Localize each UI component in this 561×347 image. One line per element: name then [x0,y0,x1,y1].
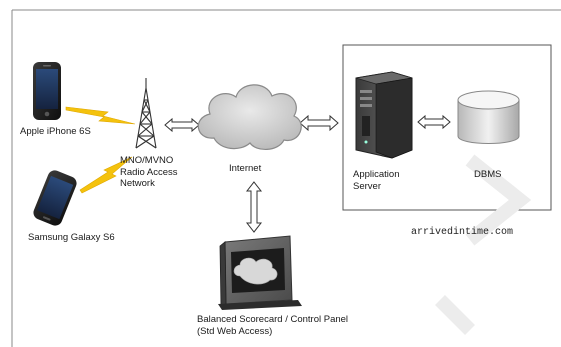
bidirectional-arrow-icon [164,117,200,133]
ran-label-line: Radio Access [120,166,178,178]
lightning-bolt-icon [79,156,133,194]
galaxy-label: Samsung Galaxy S6 [28,232,115,243]
galaxy-icon [33,170,77,226]
bidirectional-arrow-icon [417,114,451,130]
control-panel-label-line: Balanced Scorecard / Control Panel [197,314,349,325]
bidirectional-arrow-icon [245,181,263,233]
monitor-icon [218,235,302,310]
server-group-box [342,44,552,211]
dbms-label: DBMS [474,169,502,180]
database-icon [457,90,520,144]
ran-label-line: Network [120,178,155,189]
app-server-label-line: Application [353,169,400,180]
iphone-label: Apple iPhone 6S [20,126,91,137]
watermark-shape [435,154,532,335]
control-panel-label-line: (Std Web Access) [197,325,273,337]
server-icon [355,71,413,159]
cloud-icon [197,84,302,150]
iphone-icon [33,62,61,120]
control-panel-label: Balanced Scorecard / Control Panel (Std … [197,314,348,337]
radio-tower-icon [135,78,157,149]
ran-label: MNO/MVNO Radio Access Network [120,155,178,190]
app-server-label-line: Server [353,180,381,192]
bidirectional-arrow-icon [299,114,339,132]
lightning-bolt-icon [65,106,136,125]
app-server-label: Application Server [353,169,399,192]
watermark-url: arrivedintime.com [411,227,514,238]
ran-label-line: MNO/MVNO [120,155,174,166]
internet-label: Internet [229,163,262,174]
